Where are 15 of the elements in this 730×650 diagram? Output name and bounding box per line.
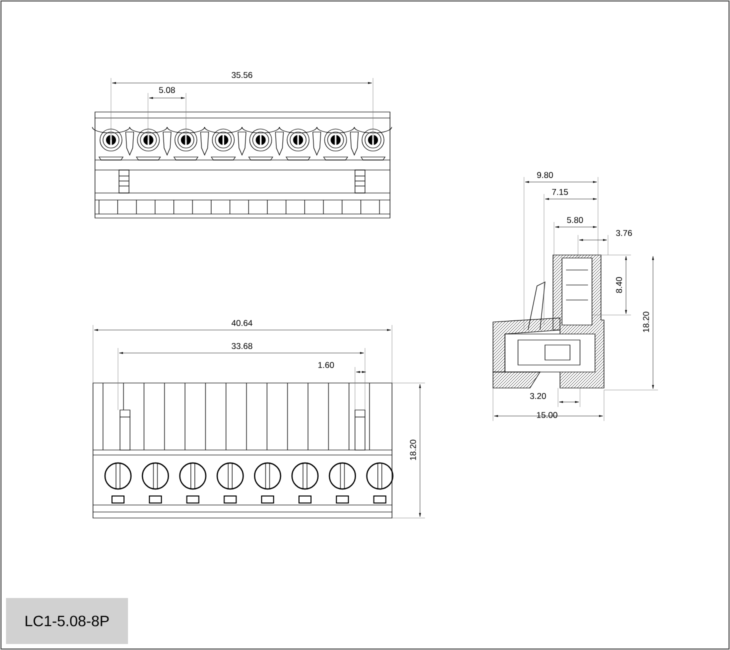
- dimension-label: 40.64: [232, 320, 252, 326]
- dimension-label: 3.76: [616, 230, 632, 236]
- dimension-label: 8.40: [616, 277, 622, 293]
- dimension-label: 1.60: [318, 362, 334, 368]
- dimension-label: 35.56: [232, 72, 252, 78]
- dimension-label: 18.20: [643, 312, 650, 332]
- dimension-label: 5.08: [159, 87, 175, 93]
- dimension-label: 9.80: [537, 172, 553, 178]
- part-number-label: LC1-5.08-8P: [6, 598, 128, 644]
- dimension-label: 5.80: [567, 217, 583, 223]
- dimension-label: 15.00: [537, 412, 558, 418]
- dimension-label: 3.20: [530, 393, 546, 399]
- dimension-label: 18.20: [410, 440, 416, 460]
- dimension-label: 33.68: [232, 343, 252, 349]
- dimension-label: 7.15: [552, 189, 568, 195]
